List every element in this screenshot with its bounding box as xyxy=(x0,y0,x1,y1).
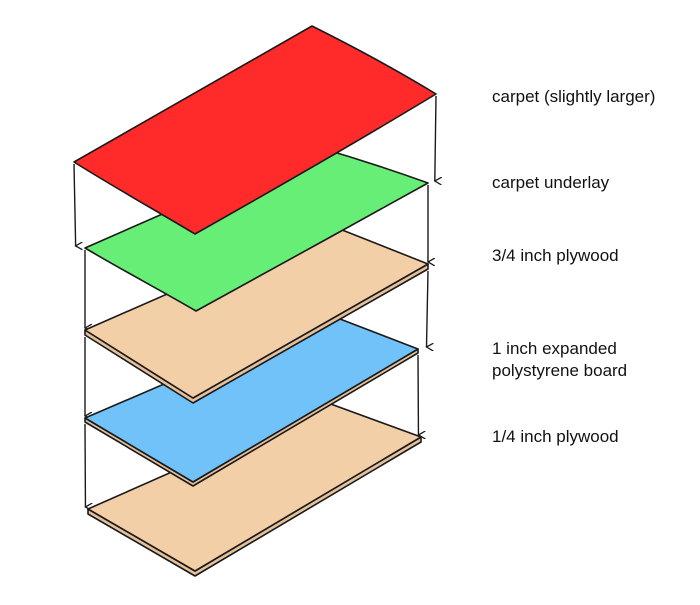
panels-group xyxy=(74,26,436,576)
down-arrow xyxy=(427,271,429,347)
down-arrow xyxy=(74,164,76,246)
label-plywood-3-4: 3/4 inch plywood xyxy=(492,245,619,267)
label-carpet: carpet (slightly larger) xyxy=(492,86,655,108)
down-arrow xyxy=(435,96,436,181)
label-carpet-underlay: carpet underlay xyxy=(492,172,609,194)
label-polystyrene-board: 1 inch expanded polystyrene board xyxy=(492,338,682,382)
label-plywood-1-4: 1/4 inch plywood xyxy=(492,426,619,448)
